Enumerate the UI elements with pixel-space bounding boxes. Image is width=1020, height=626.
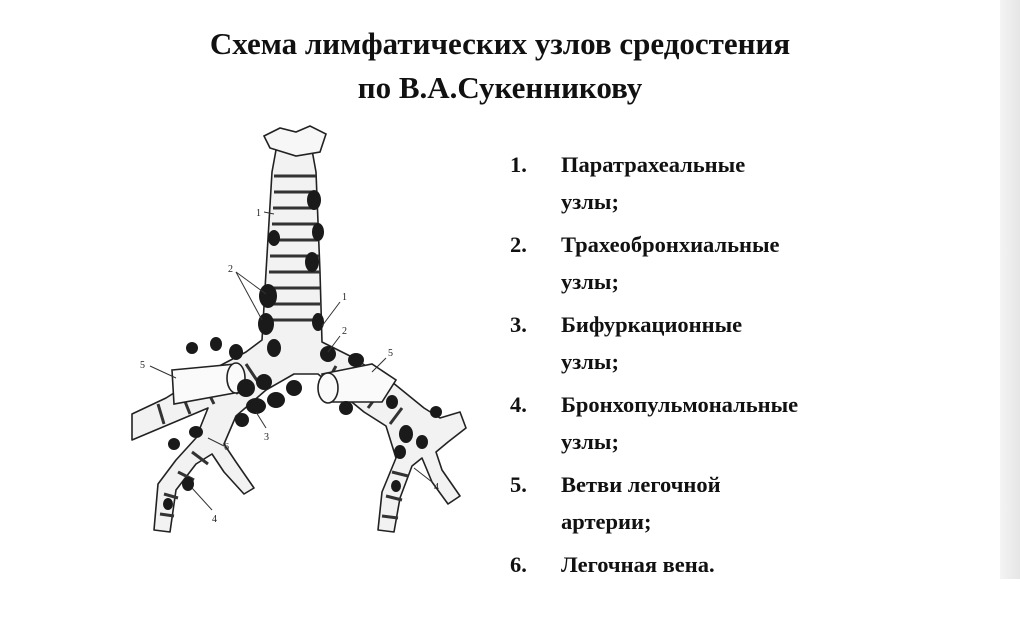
legend-number: 6.: [510, 552, 527, 577]
pulmonary-artery-branches: [171, 362, 398, 405]
lymph-nodes: [163, 190, 442, 510]
title-line-1: Схема лимфатических узлов средостения: [209, 26, 791, 61]
legend-item-pulmonary-vein: 6. Легочная вена.: [510, 546, 890, 626]
legend-text: Бифуркационные узлы;: [561, 312, 743, 374]
callout-4a: 4: [212, 514, 217, 525]
callout-3: 3: [264, 432, 269, 443]
title-line-2: по В.А.Сукенникову: [357, 70, 643, 105]
callout-leader-lines: [149, 211, 433, 511]
legend-text: Бронхопульмональные узлы;: [561, 392, 799, 454]
callout-5a: 5: [140, 360, 145, 371]
legend-number: 2.: [510, 232, 527, 257]
callout-6: 6: [224, 442, 229, 453]
legend-text: Паратрахеальные узлы;: [561, 152, 746, 214]
callout-2b: 2: [342, 326, 347, 337]
legend-item-paratracheal: 1. Паратрахеальные узлы;: [510, 146, 890, 226]
larynx-cartilage: [262, 125, 327, 157]
slide-title: Схема лимфатических узлов средостения по…: [0, 22, 1000, 110]
legend-number: 3.: [510, 312, 527, 337]
callout-4b: 4: [434, 482, 439, 493]
legend-item-pulmonary-artery: 5. Ветви легочной артерии;: [510, 466, 890, 546]
legend-number: 1.: [510, 152, 527, 177]
legend-text: Легочная вена.: [561, 552, 715, 577]
callout-2: 2: [228, 264, 233, 275]
legend-item-bronchopulmonary: 4. Бронхопульмональные узлы;: [510, 386, 890, 466]
legend-number: 4.: [510, 392, 527, 417]
legend-item-bifurcation: 3. Бифуркационные узлы;: [510, 306, 890, 386]
right-edge-strip: [1000, 0, 1020, 579]
lymph-node-diagram: 1 1 2 2 3 4 4 5 5 6: [131, 125, 467, 533]
legend-text: Трахеобронхиальные узлы;: [561, 232, 780, 294]
legend-list: 1. Паратрахеальные узлы; 2. Трахеобронхи…: [510, 146, 890, 626]
legend-item-tracheobronchial: 2. Трахеобронхиальные узлы;: [510, 226, 890, 306]
bronchial-tree: [131, 149, 467, 533]
callout-1: 1: [256, 208, 261, 219]
callout-labels: 1 1 2 2 3 4 4 5 5 6: [140, 208, 439, 525]
legend-number: 5.: [510, 472, 527, 497]
callout-5b: 5: [388, 348, 393, 359]
legend-text: Ветви легочной артерии;: [561, 472, 721, 534]
callout-1b: 1: [342, 292, 347, 303]
